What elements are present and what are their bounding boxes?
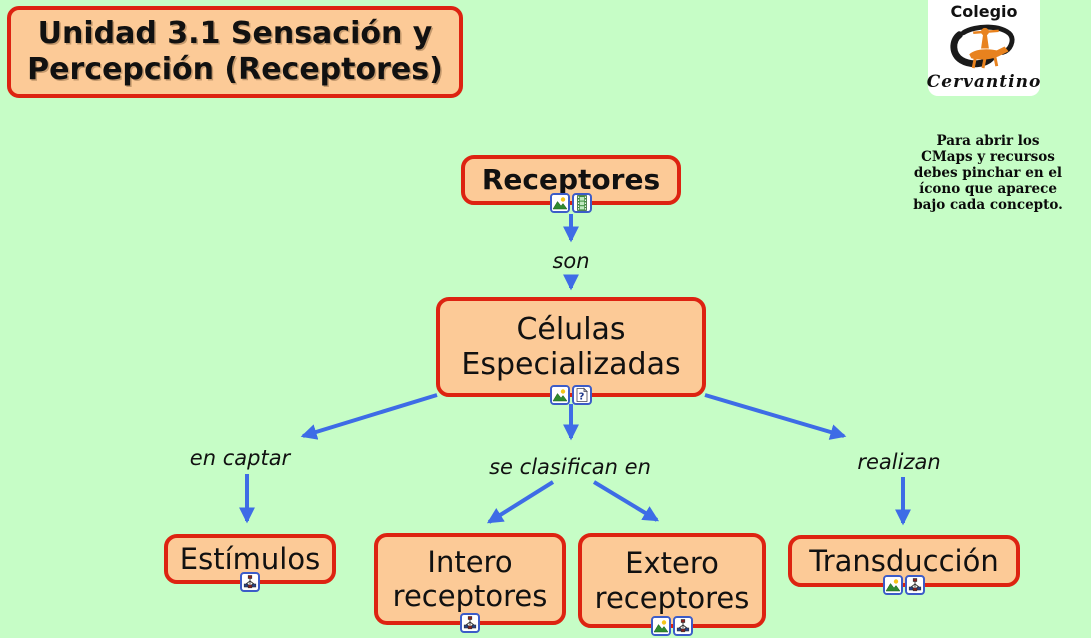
node-label: Transducción	[809, 543, 999, 578]
link-label-realizan: realizan	[857, 450, 941, 474]
film-icon[interactable]	[572, 193, 592, 213]
link-label-son: son	[552, 249, 590, 273]
image-icon[interactable]	[550, 193, 570, 213]
logo-bottom-text: Cervantino	[926, 72, 1042, 92]
resource-iconbar	[240, 572, 260, 592]
question-icon[interactable]	[572, 385, 592, 405]
resource-iconbar	[651, 616, 693, 636]
node-celulas-especializadas[interactable]: Células Especializadas	[436, 297, 706, 405]
logo-top-text: Colegio	[950, 2, 1018, 21]
instruction-line: CMaps y recursos	[921, 149, 1055, 165]
node-label: Estímulos	[179, 541, 321, 576]
school-logo: Colegio Cervantino	[926, 0, 1042, 96]
resource-iconbar	[883, 575, 925, 595]
instruction-line: ícono que aparece	[919, 181, 1057, 197]
resource-iconbar	[460, 613, 480, 633]
image-icon[interactable]	[550, 385, 570, 405]
arrow-se-clasifican-to-extero	[592, 480, 660, 522]
node-intero-receptores[interactable]: Intero receptores	[374, 533, 566, 633]
image-icon[interactable]	[651, 616, 671, 636]
arrow-celulas-to-en-captar	[300, 393, 438, 440]
cmap-icon[interactable]	[460, 613, 480, 633]
node-estimulos[interactable]: Estímulos	[164, 534, 336, 592]
instruction-line: bajo cada concepto.	[913, 197, 1063, 213]
link-label-en-captar: en captar	[189, 446, 291, 470]
instruction-line: debes pinchar en el	[913, 165, 1063, 181]
node-label: Intero receptores	[392, 544, 548, 613]
node-label: Receptores	[481, 163, 661, 197]
node-extero-receptores[interactable]: Extero receptores	[578, 533, 766, 636]
unit-title-line2: Percepción (Receptores)	[27, 52, 443, 87]
cmap-instructions: Para abrir los CMaps y recursos debes pi…	[898, 133, 1078, 213]
node-label: Extero receptores	[594, 546, 750, 615]
arrow-se-clasifican-to-intero	[486, 480, 555, 524]
node-transduccion[interactable]: Transducción	[788, 535, 1020, 595]
quixote-rider-icon	[950, 24, 1015, 69]
arrow-celulas-to-realizan	[704, 393, 847, 440]
link-label-se-clasifican-en: se clasifican en	[489, 455, 651, 479]
resource-iconbar	[550, 385, 592, 405]
cmap-icon[interactable]	[905, 575, 925, 595]
unit-title-box: Unidad 3.1 Sensación y Percepción (Recep…	[7, 6, 463, 98]
image-icon[interactable]	[883, 575, 903, 595]
unit-title-line1: Unidad 3.1 Sensación y	[37, 16, 433, 51]
cmap-icon[interactable]	[673, 616, 693, 636]
node-receptores[interactable]: Receptores	[461, 155, 681, 213]
resource-iconbar	[550, 193, 592, 213]
cmap-icon[interactable]	[240, 572, 260, 592]
instruction-line: Para abrir los	[936, 133, 1040, 149]
node-label: Células Especializadas	[461, 311, 681, 382]
